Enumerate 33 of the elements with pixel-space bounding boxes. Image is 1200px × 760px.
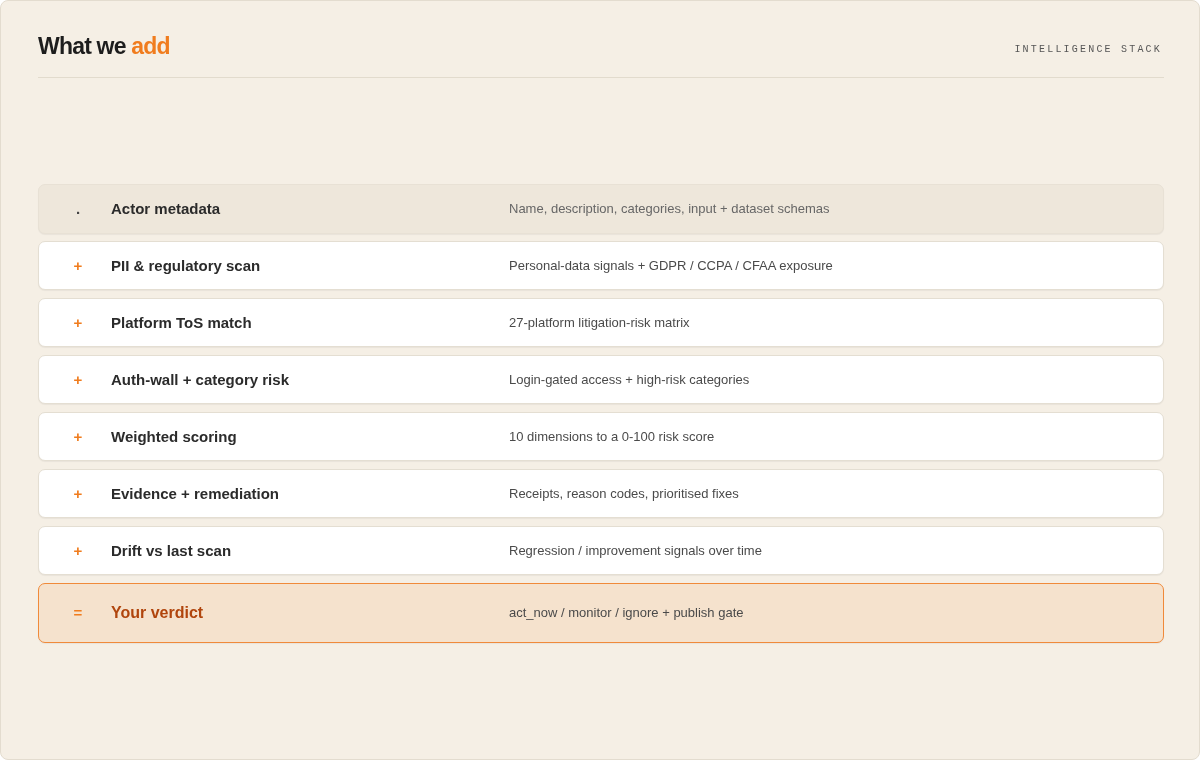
stack-row bbox=[38, 412, 1164, 461]
step-description: Login-gated access + high-risk categories bbox=[509, 372, 750, 388]
stack-row bbox=[38, 355, 1164, 404]
step-title: Weighted scoring bbox=[111, 428, 237, 446]
stack-row bbox=[38, 241, 1164, 290]
step-description: 27-platform litigation-risk matrix bbox=[509, 315, 690, 331]
row-sign: . bbox=[74, 200, 82, 218]
step-description: Name, description, categories, input + dataset schemas bbox=[509, 201, 830, 217]
row-sign: + bbox=[72, 428, 84, 446]
step-title: PII & regulatory scan bbox=[111, 257, 261, 275]
step-title: Evidence + remediation bbox=[111, 485, 279, 503]
row-sign: = bbox=[72, 604, 84, 622]
step-description: 10 dimensions to a 0-100 risk score bbox=[509, 429, 715, 445]
stack-row bbox=[38, 526, 1164, 575]
row-sign: + bbox=[72, 314, 84, 332]
row-sign: + bbox=[72, 485, 84, 503]
row-sign: + bbox=[72, 371, 84, 389]
step-title: Actor metadata bbox=[111, 200, 221, 218]
step-description: Receipts, reason codes, prioritised fixes bbox=[509, 486, 739, 502]
step-title: Auth-wall + category risk bbox=[111, 371, 289, 389]
verdict-row bbox=[38, 583, 1164, 643]
row-sign: + bbox=[72, 257, 84, 275]
step-title: Platform ToS match bbox=[111, 314, 252, 332]
diagram-title: What we add bbox=[38, 32, 170, 61]
row-sign: + bbox=[72, 542, 84, 560]
step-title: Drift vs last scan bbox=[111, 542, 232, 560]
step-description: Personal-data signals + GDPR / CCPA / CFAA exposure bbox=[509, 258, 833, 274]
step-description: act_now / monitor / ignore + publish gate bbox=[509, 605, 744, 621]
section-label: INTELLIGENCE STACK bbox=[1014, 43, 1162, 57]
step-title: Your verdict bbox=[111, 604, 204, 622]
stack-row bbox=[38, 298, 1164, 347]
step-description: Regression / improvement signals over time bbox=[509, 543, 762, 559]
stack-row bbox=[38, 469, 1164, 518]
